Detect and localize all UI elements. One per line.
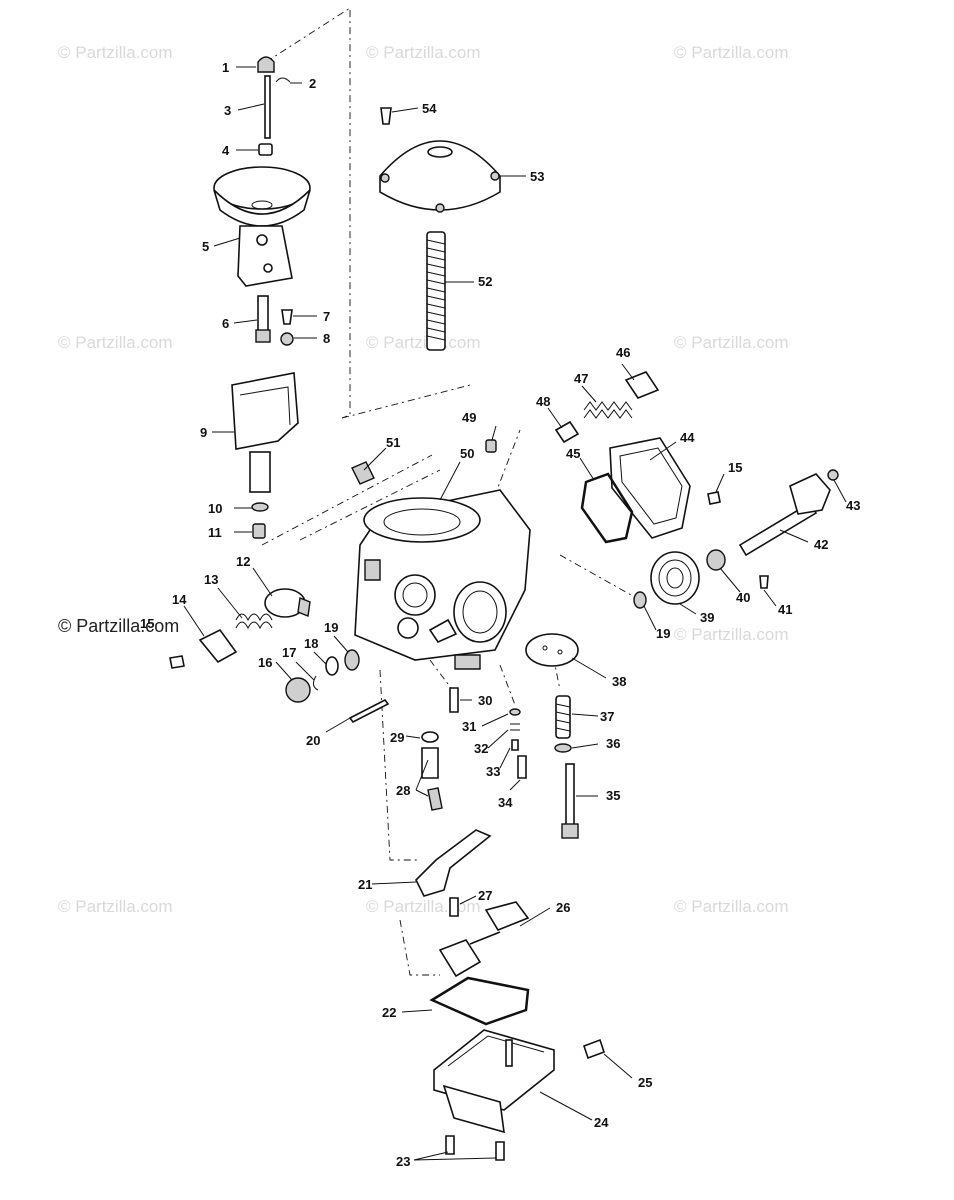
callout-15: 15 [140,616,154,631]
callout-37: 37 [600,709,614,724]
watermark: © Partzilla.com [366,333,481,352]
callout-1: 1 [222,60,229,75]
callout-28: 28 [396,783,410,798]
watermark: © Partzilla.com [674,625,789,644]
watermark: © Partzilla.com [366,897,481,916]
callout-10: 10 [208,501,222,516]
watermark-foreground: © Partzilla.com [58,616,179,636]
callout-31: 31 [462,719,476,734]
callout-44: 44 [680,430,695,445]
callout-38: 38 [612,674,626,689]
top-cover-assembly [379,107,501,351]
leader-lines [183,66,847,1161]
callout-21: 21 [358,877,372,892]
callout-40: 40 [736,590,750,605]
throttle-shaft-assembly [525,469,839,667]
callout-41: 41 [778,602,792,617]
callout-20: 20 [306,733,320,748]
callout-48: 48 [536,394,550,409]
callout-12: 12 [236,554,250,569]
watermark: © Partzilla.com [674,43,789,62]
callout-7: 7 [323,309,330,324]
callout-18: 18 [304,636,318,651]
jet-assembly [421,687,579,839]
callout-17: 17 [282,645,296,660]
callout-29: 29 [390,730,404,745]
callout-24: 24 [594,1115,609,1130]
callout-5: 5 [202,239,209,254]
callout-6: 6 [222,316,229,331]
callout-11: 11 [208,525,222,540]
callout-45: 45 [566,446,580,461]
callout-14: 14 [172,592,187,607]
callout-19: 19 [324,620,338,635]
callout-47: 47 [574,371,588,386]
callout-19b: 19 [656,626,670,641]
callout-50: 50 [460,446,474,461]
callout-49: 49 [462,410,476,425]
callout-36: 36 [606,736,620,751]
callout-16: 16 [258,655,272,670]
spring-52 [426,231,446,351]
callout-30: 30 [478,693,492,708]
callout-25: 25 [638,1075,652,1090]
callout-27: 27 [478,888,492,903]
float-bowl-assembly [415,829,606,1161]
callout-8: 8 [323,331,330,346]
callout-35: 35 [606,788,620,803]
callout-46: 46 [616,345,630,360]
callout-15b: 15 [728,460,742,475]
callout-4: 4 [222,143,230,158]
callout-22: 22 [382,1005,396,1020]
accelerator-pump-cover [554,371,691,544]
callout-43: 43 [846,498,860,513]
callout-33: 33 [486,764,500,779]
watermark: © Partzilla.com [58,897,173,916]
callout-53: 53 [530,169,544,184]
callout-labels: 1 2 3 4 5 6 7 8 9 10 11 12 13 14 15 16 1… [140,60,860,1169]
callout-2: 2 [309,76,316,91]
callout-9: 9 [200,425,207,440]
callout-13: 13 [204,572,218,587]
callout-51: 51 [386,435,400,450]
callout-34: 34 [498,795,513,810]
watermark: © Partzilla.com [674,897,789,916]
callout-26: 26 [556,900,570,915]
watermark: © Partzilla.com [58,333,173,352]
watermark: © Partzilla.com [366,43,481,62]
callout-54: 54 [422,101,437,116]
callout-39: 39 [700,610,714,625]
carburetor-body [351,439,531,670]
callout-3: 3 [224,103,231,118]
watermark: © Partzilla.com [58,43,173,62]
callout-42: 42 [814,537,828,552]
callout-23: 23 [396,1154,410,1169]
diaphragm-stack [213,56,311,539]
callout-32: 32 [474,741,488,756]
callout-52: 52 [478,274,492,289]
choke-assembly [169,588,390,724]
watermark: © Partzilla.com [674,333,789,352]
